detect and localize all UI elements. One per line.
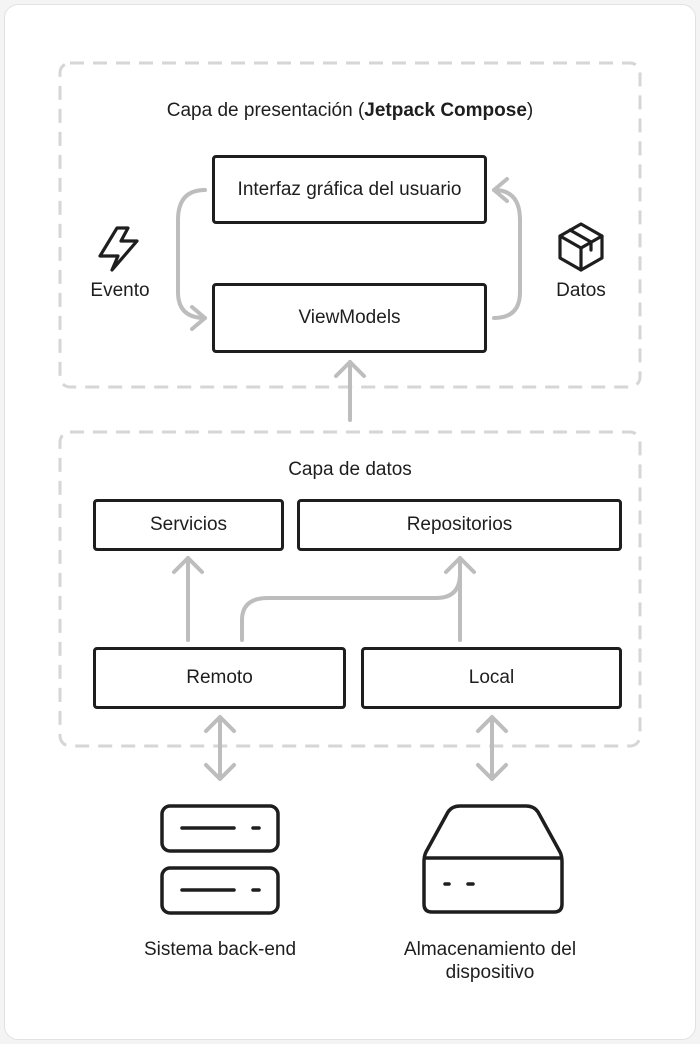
package-cube-icon [558,222,604,272]
lightning-bolt-icon [98,226,139,272]
presentation-layer-title: Capa de presentación (Jetpack Compose) [60,99,640,123]
server-icon [160,804,280,915]
viewmodels-box: ViewModels [212,283,487,353]
storage-label-line2: dispositivo [445,962,535,983]
presentation-title-prefix: Capa de presentación ( [166,100,365,121]
remote-box: Remoto [93,647,346,709]
remote-to-repositories-arrow [240,572,462,642]
repositories-box: Repositorios [297,499,622,551]
hard-drive-icon [422,804,564,914]
data-layer-title: Capa de datos [288,459,412,480]
ui-box: Interfaz gráfica del usuario [212,155,487,224]
backend-label: Sistema back-end [143,939,297,960]
local-box: Local [361,647,622,709]
data-arrow [492,188,522,320]
storage-label-line1: Almacenamiento del [403,939,577,960]
data-layer-container [58,430,642,748]
data-label: Datos [556,280,606,301]
presentation-title-framework: Jetpack Compose [364,100,527,121]
event-arrow [176,188,207,320]
services-box: Servicios [93,499,284,551]
presentation-title-suffix: ) [526,100,534,121]
event-label: Evento [90,280,150,301]
